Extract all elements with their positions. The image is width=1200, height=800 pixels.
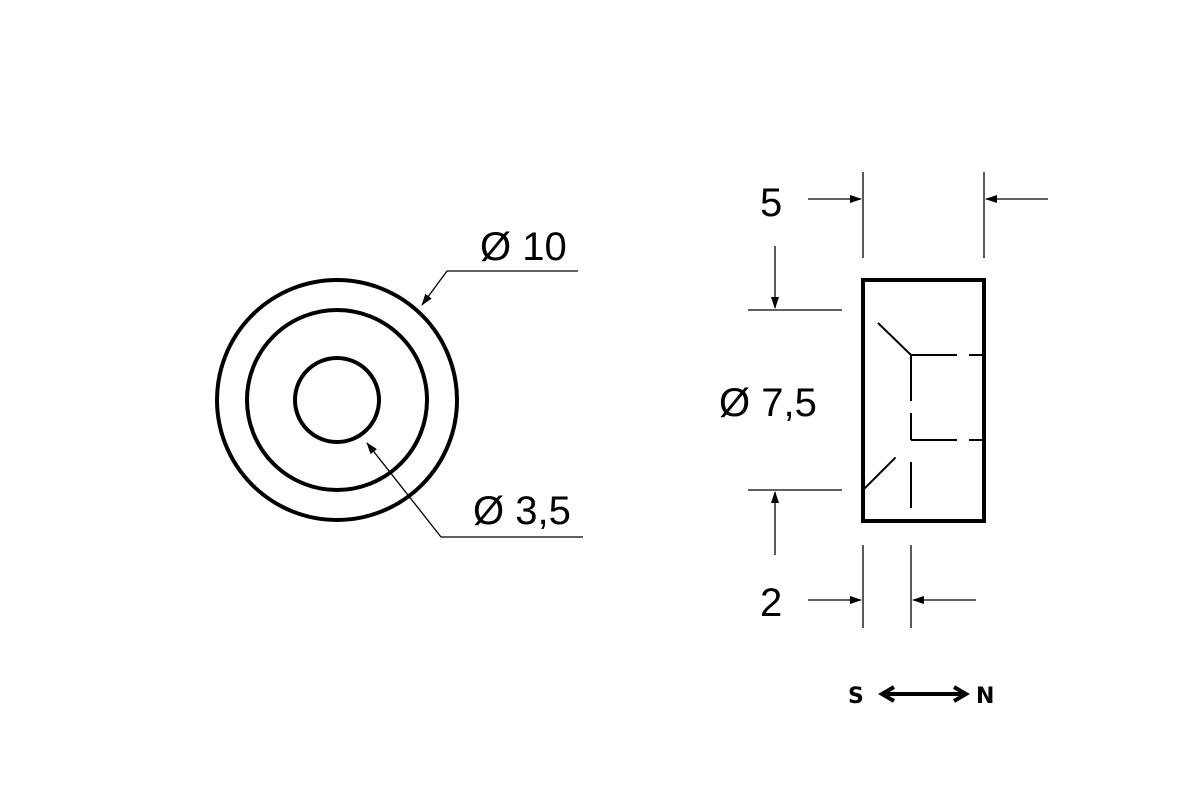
thickness-label: 5 <box>760 181 782 225</box>
outer-circle <box>215 278 459 522</box>
north-pole-label: N <box>976 684 994 709</box>
outer-diameter-leader <box>421 270 578 306</box>
thickness-dimension <box>808 172 1048 258</box>
inner-hole-circle <box>293 356 381 444</box>
front-view: Ø 10 Ø 3,5 <box>215 225 583 538</box>
outer-diameter-label: Ø 10 <box>480 225 567 269</box>
counterbore-depth-dimension <box>808 545 976 628</box>
counterbore-diameter-label: Ø 7,5 <box>719 381 817 425</box>
counterbore-diameter-dimension <box>748 246 842 555</box>
counterbore-circle <box>245 308 429 492</box>
inner-diameter-leader <box>366 442 583 538</box>
magnet-section-outline <box>861 278 986 523</box>
magnetization-indicator: S N <box>848 684 994 709</box>
south-pole-label: S <box>848 684 864 709</box>
counterbore-depth-label: 2 <box>760 581 782 625</box>
hidden-lines <box>862 322 984 521</box>
side-view: 5 Ø 7,5 2 <box>719 172 1048 628</box>
inner-diameter-label: Ø 3,5 <box>473 489 571 533</box>
